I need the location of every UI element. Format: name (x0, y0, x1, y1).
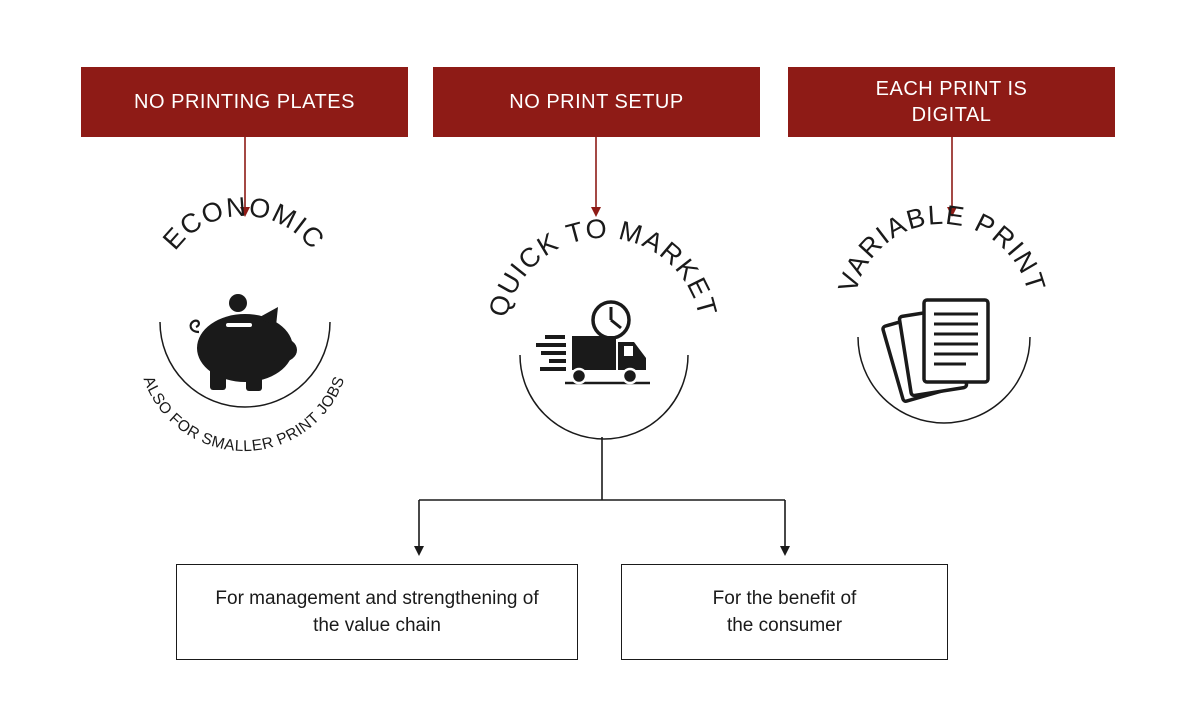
arrow-header-to-quick (591, 137, 601, 217)
badge-economic-title: ECONOMIC (157, 192, 331, 256)
header-no-print-setup: NO PRINT SETUP (433, 67, 760, 137)
badge-variable-title: VARIABLE PRINT (833, 200, 1052, 296)
arrow-header-to-variable (947, 137, 957, 217)
arrowhead-right-outcome (780, 546, 790, 556)
header-no-printing-plates: NO PRINTING PLATES (81, 67, 408, 137)
delivery-truck-clock-icon (536, 300, 650, 385)
outcome-text: For management and strengthening of the … (215, 588, 539, 636)
header-label: NO PRINT SETUP (509, 91, 684, 113)
outcome-box-value-chain: For management and strengthening of the … (176, 564, 578, 660)
header-label: NO PRINTING PLATES (134, 91, 355, 113)
badge-variable-print: VARIABLE PRINT (833, 200, 1052, 424)
connector-quick-to-outcomes (418, 437, 786, 548)
badge-quick-to-market: QUICK TO MARKET (483, 214, 721, 440)
arrow-header-to-economic (240, 137, 250, 217)
badge-economic-subtitle: ALSO FOR SMALLER PRINT JOBS (140, 374, 349, 455)
header-each-print-is-digital: EACH PRINT IS DIGITAL (788, 67, 1115, 137)
arrowhead-left-outcome (414, 546, 424, 556)
outcome-box-consumer: For the benefit of the consumer (621, 564, 948, 660)
piggy-bank-icon (189, 294, 297, 391)
stacked-documents-icon (881, 298, 990, 403)
outcome-text: For the benefit of the consumer (712, 588, 857, 636)
badge-economic: ECONOMIC ALSO FOR SMALLER PRINT JOBS (140, 192, 349, 456)
header-label: EACH PRINT IS DIGITAL (875, 78, 1028, 126)
